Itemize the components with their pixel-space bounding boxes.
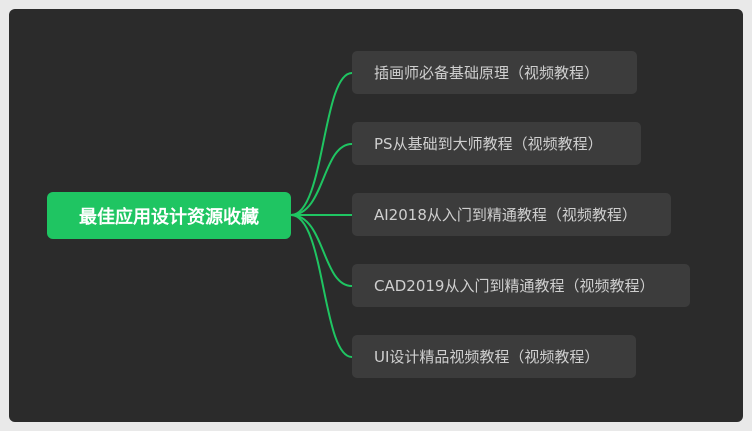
child-node-label: CAD2019从入门到精通教程（视频教程）: [374, 277, 655, 295]
child-node-label: PS从基础到大师教程（视频教程）: [374, 135, 603, 153]
child-node-ai[interactable]: AI2018从入门到精通教程（视频教程）: [352, 193, 671, 236]
connector-line-3: [290, 214, 353, 287]
connector-line-0: [290, 72, 353, 216]
child-node-label: 插画师必备基础原理（视频教程）: [374, 64, 600, 82]
child-node-illustration[interactable]: 插画师必备基础原理（视频教程）: [352, 51, 637, 94]
child-node-ps[interactable]: PS从基础到大师教程（视频教程）: [352, 122, 641, 165]
connector-line-1: [290, 143, 353, 216]
child-node-ui[interactable]: UI设计精品视频教程（视频教程）: [352, 335, 636, 378]
mindmap-canvas: 最佳应用设计资源收藏 插画师必备基础原理（视频教程） PS从基础到大师教程（视频…: [9, 9, 743, 422]
child-node-label: AI2018从入门到精通教程（视频教程）: [374, 206, 637, 224]
child-node-cad[interactable]: CAD2019从入门到精通教程（视频教程）: [352, 264, 690, 307]
child-node-label: UI设计精品视频教程（视频教程）: [374, 348, 600, 366]
root-node[interactable]: 最佳应用设计资源收藏: [47, 192, 291, 239]
connector-lines: [290, 72, 353, 358]
root-node-label: 最佳应用设计资源收藏: [79, 206, 259, 228]
connector-line-4: [290, 214, 353, 358]
